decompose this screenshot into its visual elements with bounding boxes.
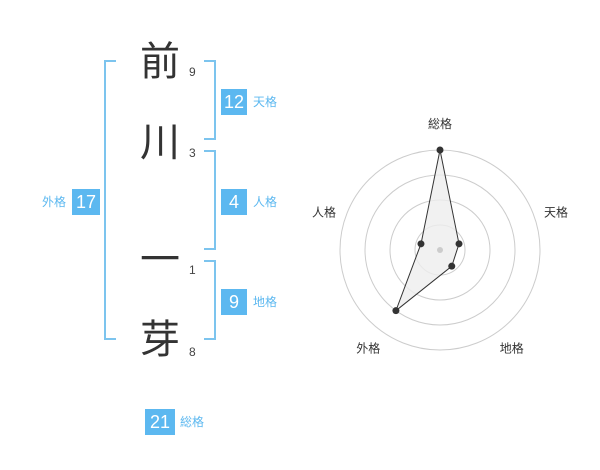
jinkaku-bracket: [204, 150, 216, 250]
stroke-count-1: 9: [189, 65, 196, 79]
radar-point-1: [436, 146, 444, 154]
name-char-2: 川: [140, 120, 180, 166]
radar-axis-label-3: 地格: [500, 341, 524, 356]
gaikaku-bracket: [104, 60, 116, 340]
radar-point-4: [392, 307, 400, 315]
radar-series-polygon: [394, 149, 460, 313]
chikaku-badge: 9: [221, 289, 247, 315]
radar-center-dot: [437, 247, 443, 253]
soukaku-badge: 21: [145, 409, 175, 435]
chikaku-bracket: [204, 260, 216, 340]
jinkaku-label: 人格: [253, 195, 278, 209]
stroke-count-4: 8: [189, 345, 196, 359]
stroke-count-2: 3: [189, 146, 196, 160]
stroke-count-3: 1: [189, 263, 196, 277]
radar-point-3: [448, 262, 456, 270]
radar-axis-label-4: 外格: [356, 341, 380, 356]
name-char-3: 一: [140, 237, 180, 283]
radar-axis-label-5: 人格: [312, 204, 336, 219]
tenkaku-badge: 12: [221, 89, 247, 115]
jinkaku-badge: 4: [221, 189, 247, 215]
name-char-1: 前: [140, 39, 180, 85]
soukaku-label: 総格: [180, 415, 205, 429]
tenkaku-label: 天格: [253, 95, 278, 109]
gaikaku-badge: 17: [72, 189, 100, 215]
name-char-4: 芽: [140, 317, 180, 363]
radar-point-2: [455, 240, 463, 248]
chikaku-label: 地格: [253, 295, 278, 309]
radar-point-5: [417, 240, 425, 248]
gaikaku-label: 外格: [42, 195, 67, 209]
radar-axis-label-1: 総格: [428, 116, 452, 131]
tenkaku-bracket: [204, 60, 216, 140]
radar-axis-label-2: 天格: [544, 204, 568, 219]
